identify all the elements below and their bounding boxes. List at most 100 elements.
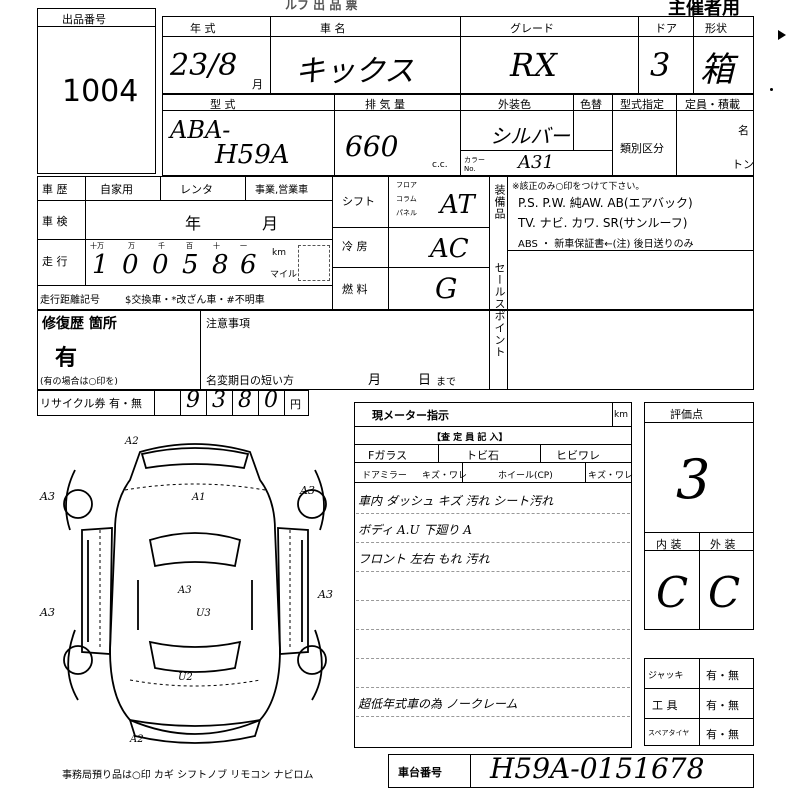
recycle-digit: 3 <box>212 388 226 413</box>
digit-label: 万 <box>128 242 135 250</box>
recycle-digit: 0 <box>264 388 278 413</box>
ac-value: AC <box>430 234 469 264</box>
notes-until: まで <box>436 377 456 388</box>
model-value-1: ABA- <box>170 116 231 144</box>
displacement-value: 660 <box>345 130 399 163</box>
damage-annotation: U3 <box>196 608 211 619</box>
score-label: 評価点 <box>670 408 703 421</box>
shift-label: シフト <box>342 195 375 208</box>
hibiware-label[interactable]: ヒビワレ <box>556 449 600 462</box>
chassis-number-box <box>388 754 754 788</box>
shift-floor[interactable]: フロア <box>396 181 417 189</box>
inspection-label: 車 検 <box>42 215 68 228</box>
mileage-digit: 5 <box>182 250 199 280</box>
equipment-line2[interactable]: TV. ナビ. カワ. SR(サンルーフ) <box>518 216 688 230</box>
notes-month: 月 <box>368 373 382 388</box>
fuel-label: 燃 料 <box>342 283 368 296</box>
wheel-note[interactable]: キズ・ワレ <box>588 471 634 481</box>
business-use-label[interactable]: 事業,営業車 <box>255 185 309 196</box>
lot-divider <box>37 26 156 27</box>
shift-column[interactable]: コラム <box>396 195 417 203</box>
persons-unit: 名 <box>738 124 749 137</box>
mileage-digit: 0 <box>122 250 139 280</box>
spare-tire-option[interactable]: 有・無 <box>706 728 739 741</box>
damage-annotation: A3 <box>40 490 55 503</box>
damage-annotation: A3 <box>40 606 55 619</box>
mileage-digit: 8 <box>212 250 229 280</box>
remark-line: 超低年式車の為 ノークレーム <box>358 697 518 711</box>
mile-checkbox[interactable] <box>298 245 330 281</box>
mileage-label: 走 行 <box>42 255 68 268</box>
mile-label: マイル <box>270 270 298 280</box>
recycle-digit: 8 <box>238 388 252 413</box>
shape-label: 形状 <box>705 22 727 35</box>
year-label: 年 式 <box>190 22 216 35</box>
vehicle-info-row2 <box>162 94 754 176</box>
model-value-2: H59A <box>215 140 290 170</box>
dot-mark <box>770 88 773 91</box>
damage-annotation: A2 <box>130 734 144 745</box>
private-use-label[interactable]: 自家用 <box>100 183 133 196</box>
color-no-value: A31 <box>518 152 554 173</box>
meter-label: 現メーター指示 <box>372 409 449 422</box>
recycle-unit: 円 <box>290 398 301 411</box>
mileage-digit: 1 <box>92 250 109 280</box>
digit-label: 百 <box>186 242 193 250</box>
equipment-side-label: 装備品 <box>493 184 506 220</box>
interior-label: 内 装 <box>656 538 682 551</box>
damage-annotation: U2 <box>178 672 193 683</box>
year-month-unit: 月 <box>252 78 263 91</box>
interior-value: C <box>656 568 689 617</box>
chassis-number-value: H59A-0151678 <box>490 752 705 785</box>
year-value: 23/8 <box>170 48 238 83</box>
car-name-label: 車 名 <box>320 22 346 35</box>
repair-history-value: 有 <box>55 346 78 371</box>
damage-annotation: A1 <box>192 492 206 503</box>
digit-label: 一 <box>240 242 247 250</box>
shift-panel[interactable]: パネル <box>396 209 417 217</box>
exterior-color-value: シルバー <box>490 124 570 148</box>
inspector-section <box>354 402 632 748</box>
door-mirror-note[interactable]: キズ・ワレ <box>422 471 468 481</box>
jack-option[interactable]: 有・無 <box>706 669 739 682</box>
exterior-value: C <box>708 568 741 617</box>
recycle-digit: 9 <box>186 388 200 413</box>
tobi-ishi-label[interactable]: トビ石 <box>466 449 499 462</box>
wheel-label: ホイール(CP) <box>498 471 553 481</box>
km-label: km <box>272 248 286 258</box>
fuel-value: G <box>435 272 458 305</box>
door-label: ドア <box>655 22 677 35</box>
digit-label: 千 <box>158 242 165 250</box>
exterior-label: 外 装 <box>710 538 736 551</box>
auction-title: ルフ 出 品 票 <box>285 0 358 12</box>
history-section <box>37 176 754 310</box>
door-mirror-label: ドアミラー <box>362 471 407 481</box>
car-name-value: キックス <box>295 54 415 89</box>
model-label: 型 式 <box>210 98 236 111</box>
equipment-line1[interactable]: P.S. P.W. 純AW. AB(エアバック) <box>518 196 693 210</box>
repair-history-note: (有の場合は○印を) <box>40 377 118 387</box>
digit-label: 十 <box>213 242 220 250</box>
remark-line: ボディ A.U 下廻り A <box>358 523 472 537</box>
score-value: 3 <box>676 448 711 511</box>
shift-value: AT <box>440 190 475 220</box>
notes-label: 注意事項 <box>206 317 250 330</box>
digit-label: 十万 <box>90 242 104 250</box>
tool-option[interactable]: 有・無 <box>706 699 739 712</box>
jack-label: ジャッキ <box>648 671 684 681</box>
displacement-label: 排 気 量 <box>365 98 405 111</box>
front-glass-label: Fガラス <box>368 449 408 462</box>
equipment-line3[interactable]: ABS ・ 新車保証書←(注) 後日送りのみ <box>518 239 694 250</box>
short-date-label: 名変期日の短い方 <box>206 374 294 387</box>
exterior-color-label: 外装色 <box>498 98 531 111</box>
history-label: 車 歴 <box>42 183 68 196</box>
mileage-note-label: 走行距離記号 <box>40 295 100 306</box>
repair-history-label: 修復歴 箇所 <box>42 316 117 332</box>
remark-line: フロント 左右 もれ 汚れ <box>358 552 490 566</box>
rental-label[interactable]: レンタ <box>180 183 213 196</box>
office-note: 事務局預り品は○印 カギ シフトノブ リモコン ナビロム <box>62 770 314 781</box>
notes-day: 日 <box>418 373 432 388</box>
vehicle-info-row1 <box>162 16 754 94</box>
car-body-diagram <box>63 443 327 744</box>
door-value: 3 <box>650 46 671 84</box>
